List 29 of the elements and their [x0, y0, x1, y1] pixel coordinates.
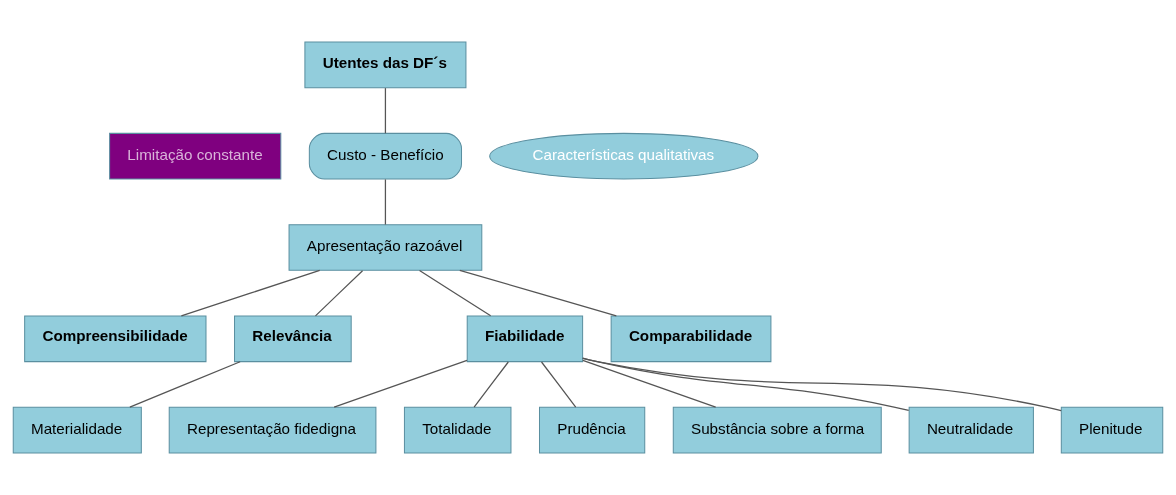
connector [582, 357, 910, 412]
connector [473, 361, 509, 408]
connector [384, 178, 387, 226]
connector [314, 270, 364, 317]
connector [180, 269, 321, 317]
node-box: Representação fidedigna [168, 406, 377, 454]
connector [418, 269, 492, 317]
connector [582, 357, 1062, 412]
connector [459, 269, 617, 317]
connector [129, 361, 241, 408]
node-box: Relevância [234, 315, 352, 363]
node-box: Materialidade [12, 406, 142, 454]
connector [333, 359, 468, 408]
node-box: Neutralidade [908, 406, 1034, 454]
node-box: Compreensibilidade [24, 315, 207, 363]
node-box: Prudência [539, 406, 646, 454]
node-box: Substância sobre a forma [672, 406, 882, 454]
node-box: Utentes das DF´s [304, 41, 467, 89]
node-box: Totalidade [403, 406, 512, 454]
node-box: Fiabilidade [466, 315, 584, 363]
node-ellipse: Características qualitativas [489, 132, 759, 180]
node-box: Plenitude [1060, 406, 1164, 454]
node-box: Comparabilidade [610, 315, 772, 363]
node-box: Limitação constante [109, 132, 282, 180]
connector [582, 359, 717, 408]
node-box: Apresentação razoável [288, 224, 483, 271]
node-box: Custo - Benefício [308, 132, 462, 180]
connector [540, 361, 577, 408]
connector [384, 87, 387, 134]
